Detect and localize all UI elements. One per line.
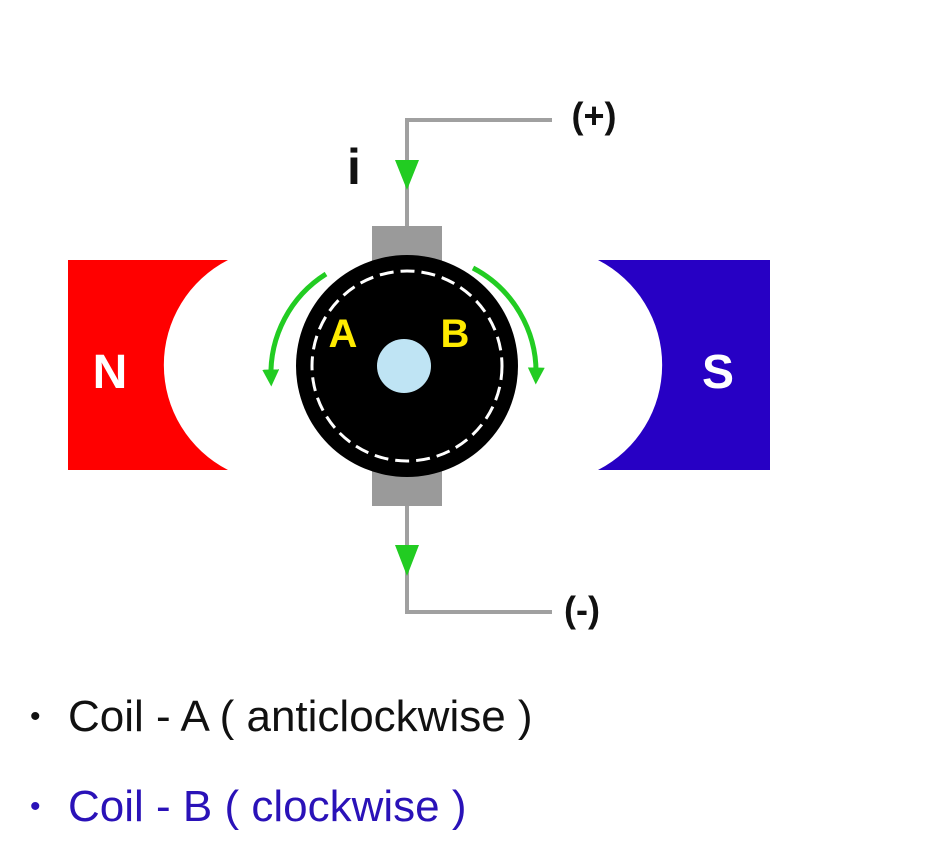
south-pole-label: S (702, 346, 734, 399)
clockwise-arrow (471, 265, 545, 385)
positive-terminal-label: (+) (572, 95, 617, 136)
coil-b-label: B (441, 312, 470, 356)
north-pole-label: N (93, 346, 128, 399)
current-arrow-top (395, 160, 419, 190)
bullet-icon: • (30, 700, 41, 733)
current-arrow-bottom (395, 545, 419, 576)
south-magnet (598, 260, 770, 470)
positive-wire (405, 118, 552, 226)
legend-item-coil-b: • Coil - B ( clockwise ) (30, 762, 533, 852)
legend-item-coil-a: • Coil - A ( anticlockwise ) (30, 672, 533, 762)
coil-a-label: A (329, 312, 358, 356)
north-magnet (68, 260, 228, 470)
coil-legend: • Coil - A ( anticlockwise ) • Coil - B … (30, 672, 533, 852)
armature-dashed-ring (310, 269, 504, 463)
legend-text-coil-b: Coil - B ( clockwise ) (68, 782, 467, 831)
negative-wire (405, 505, 552, 614)
legend-text-coil-a: Coil - A ( anticlockwise ) (68, 692, 533, 741)
current-label: i (347, 139, 361, 195)
dc-motor-diagram: N S A B i (+) (-) (68, 95, 770, 630)
shaft (377, 339, 431, 393)
bullet-icon: • (30, 790, 41, 823)
anticlockwise-arrow (262, 271, 328, 387)
negative-terminal-label: (-) (564, 589, 600, 630)
